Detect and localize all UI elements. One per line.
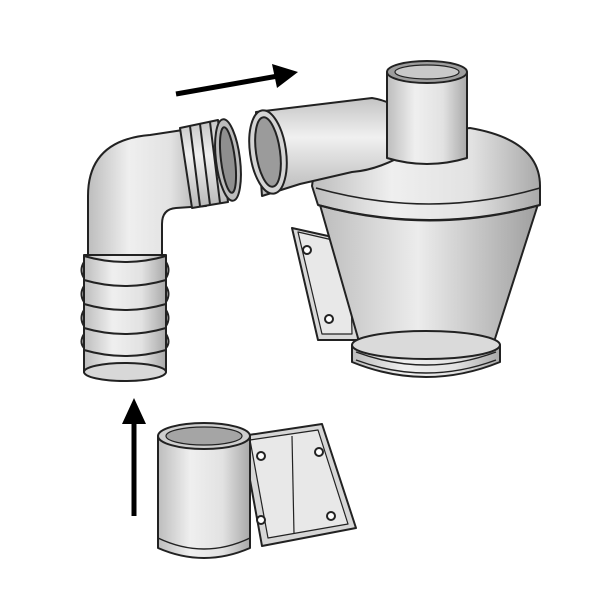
elbow-pipe [80,118,242,382]
arrow-to-cyclone [175,64,298,97]
arrow-up-into-elbow [122,398,146,516]
cyclone-separator [248,60,541,378]
mounting-bracket [157,422,357,559]
